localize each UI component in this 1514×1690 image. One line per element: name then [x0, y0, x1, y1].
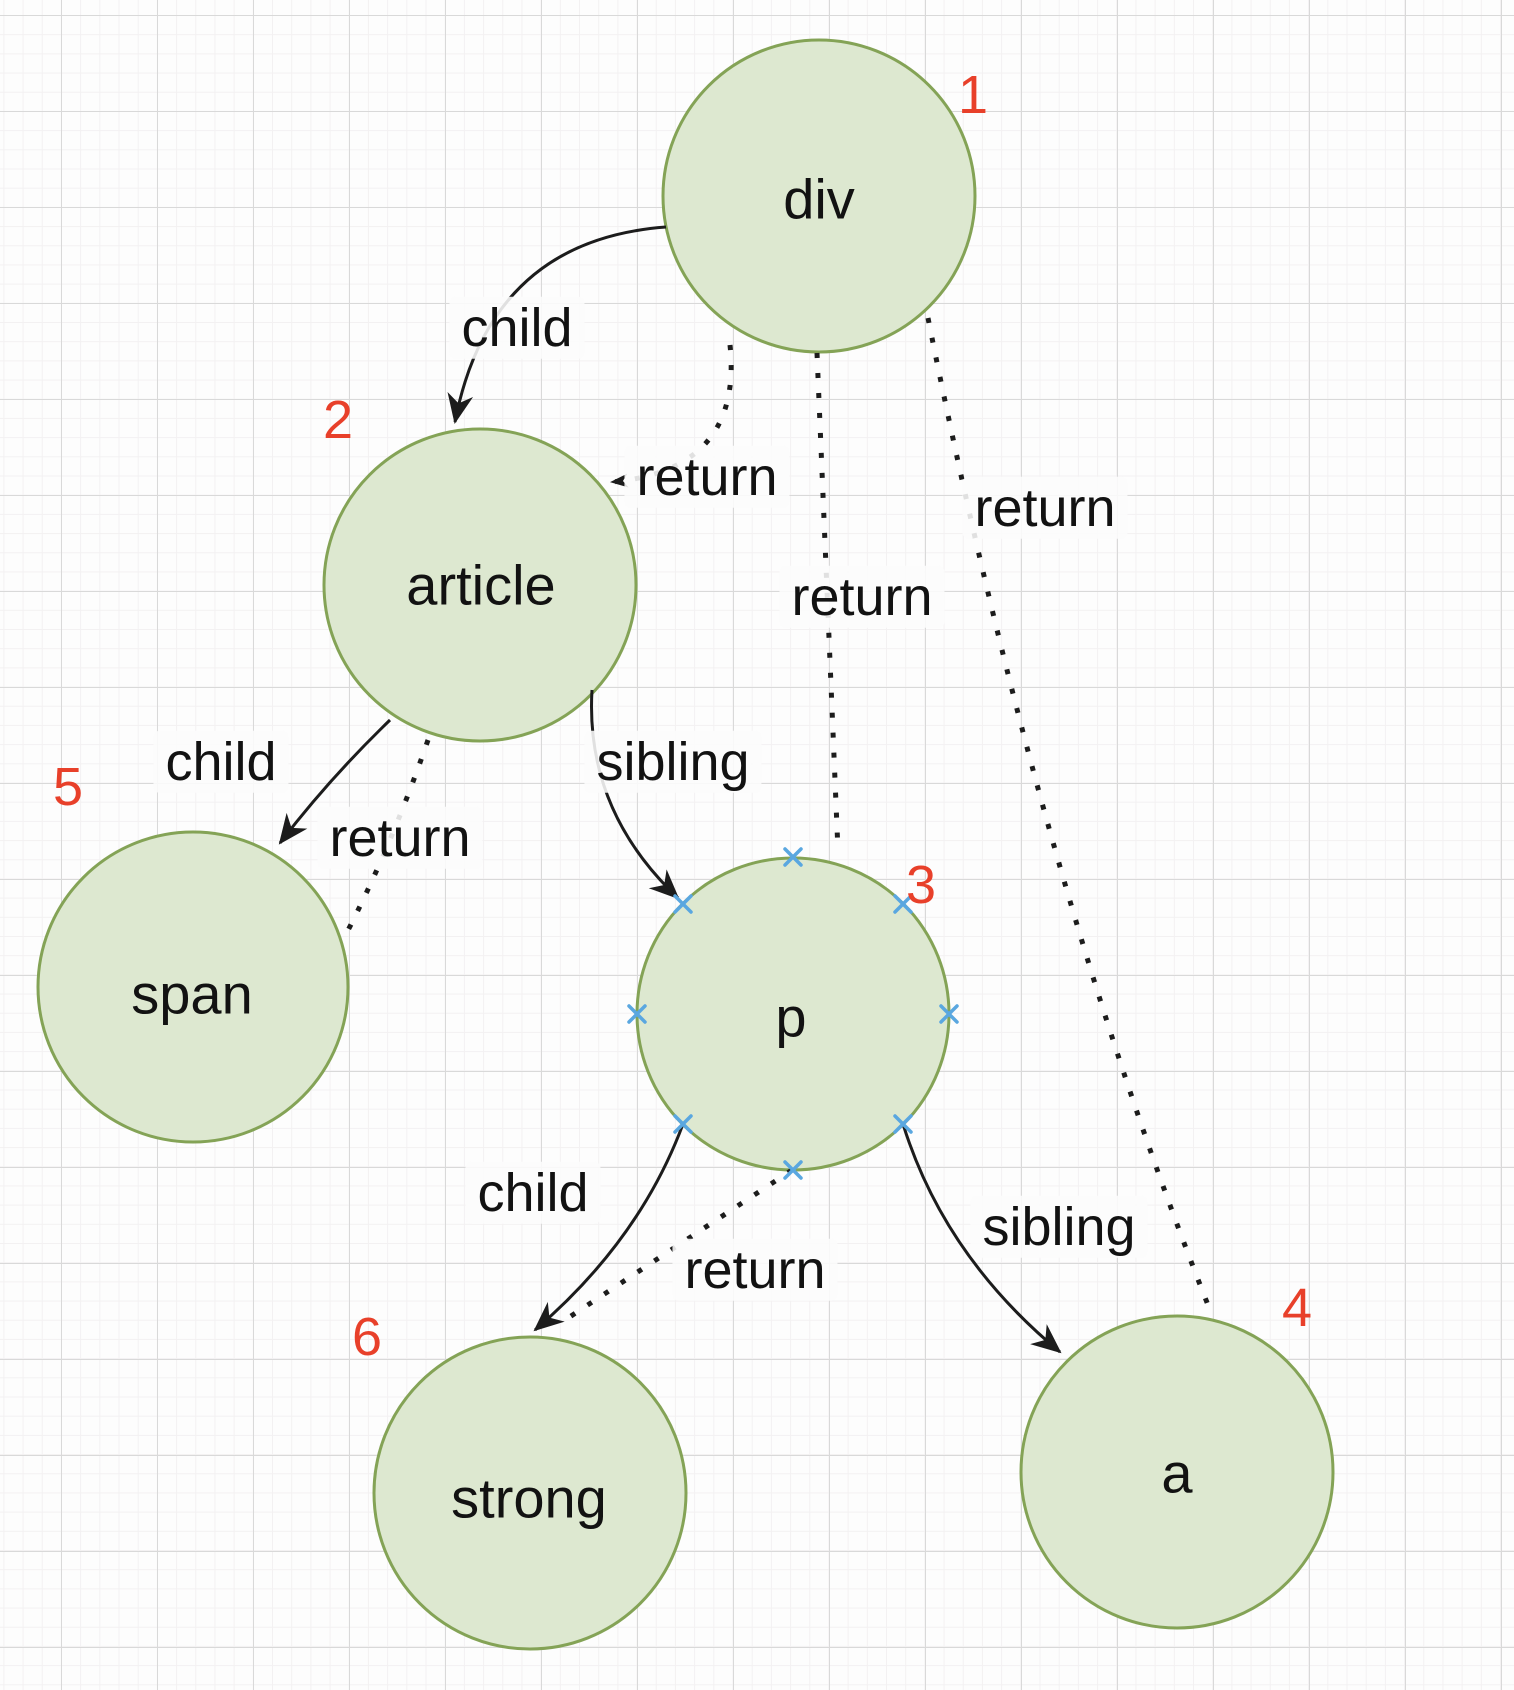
- edge-label-sibling-article-p: sibling: [584, 730, 762, 794]
- edge-sibling-p-a[interactable]: [901, 1123, 1062, 1354]
- order-number-strong: 6: [351, 1307, 383, 1367]
- node-p-label: p: [775, 985, 807, 1049]
- edge-label-return-span-article: return: [317, 806, 483, 870]
- edge-label-child-div-article: child: [449, 296, 585, 360]
- connection-point-e[interactable]: [939, 1004, 959, 1024]
- edge-return-p-div[interactable]: [814, 352, 841, 852]
- node-span[interactable]: [36, 830, 350, 1144]
- edge-label-return-strong-p: return: [672, 1238, 838, 1302]
- node-article[interactable]: [322, 427, 638, 743]
- connection-point-ne[interactable]: [893, 894, 913, 914]
- node-article-label: article: [406, 553, 556, 617]
- connection-point-w[interactable]: [627, 1004, 647, 1024]
- node-a[interactable]: [1019, 1314, 1335, 1630]
- node-span-label: span: [131, 962, 253, 1026]
- edge-child-article-span[interactable]: [278, 718, 392, 845]
- order-number-p: 3: [905, 855, 937, 915]
- edge-return-a-div[interactable]: [925, 317, 1211, 1306]
- connection-point-se[interactable]: [893, 1114, 913, 1134]
- order-number-span: 5: [52, 757, 84, 817]
- edge-return-article-div[interactable]: [610, 344, 734, 488]
- connection-points-p: [627, 847, 959, 1180]
- node-strong-label: strong: [451, 1466, 607, 1530]
- edge-label-return-article-div: return: [624, 445, 790, 509]
- node-strong[interactable]: [372, 1335, 688, 1651]
- connection-point-nw[interactable]: [673, 894, 693, 914]
- connection-point-sw[interactable]: [673, 1114, 693, 1134]
- order-number-article: 2: [322, 390, 354, 450]
- order-number-a: 4: [1281, 1278, 1313, 1338]
- edge-label-child-p-strong: child: [465, 1161, 601, 1225]
- order-number-div: 1: [957, 65, 989, 125]
- edge-child-p-strong[interactable]: [533, 1123, 685, 1332]
- node-a-label: a: [1161, 1441, 1193, 1505]
- edge-label-return-a-div: return: [962, 476, 1128, 540]
- edge-child-div-article[interactable]: [447, 225, 667, 424]
- node-div[interactable]: [661, 38, 977, 354]
- node-div-label: div: [783, 167, 855, 231]
- connection-point-n[interactable]: [783, 847, 803, 867]
- edge-label-child-article-span: child: [153, 730, 289, 794]
- edge-label-sibling-p-a: sibling: [970, 1195, 1148, 1259]
- edge-label-return-p-div: return: [779, 565, 945, 629]
- edge-sibling-article-p[interactable]: [590, 689, 680, 900]
- connection-point-s[interactable]: [783, 1160, 803, 1180]
